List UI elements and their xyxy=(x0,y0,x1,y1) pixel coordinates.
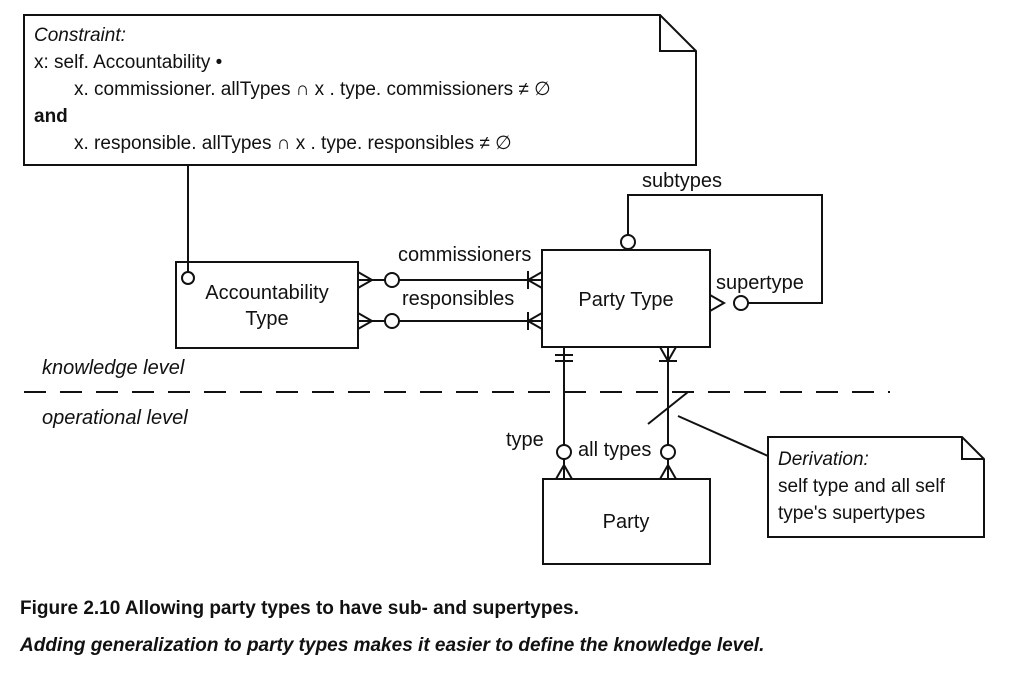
type-crowfoot xyxy=(555,462,573,480)
subtypes-supertype-loop xyxy=(627,194,823,304)
figure-caption: Figure 2.10 Allowing party types to have… xyxy=(20,598,579,619)
accountability-type-label-1: Accountability xyxy=(205,282,328,304)
constraint-anchor-circle xyxy=(181,271,195,285)
derivation-line-1: self type and all self xyxy=(778,476,946,497)
derivation-title: Derivation: xyxy=(778,449,869,470)
party-label: Party xyxy=(603,511,650,533)
supertype-optional-circle xyxy=(733,295,749,311)
commissioners-crowfoot-left xyxy=(357,271,375,289)
derivation-note-box xyxy=(767,436,985,538)
figure-description: Adding generalization to party types mak… xyxy=(19,635,764,656)
party-type-label: Party Type xyxy=(578,289,673,311)
subtypes-label: subtypes xyxy=(642,170,722,192)
knowledge-level-label: knowledge level xyxy=(42,357,185,379)
constraint-line-3: x. responsible. allTypes ∩ x . type. res… xyxy=(74,133,512,154)
constraint-line-2: x. commissioner. allTypes ∩ x . type. co… xyxy=(74,79,551,100)
derivation-anchor-line xyxy=(677,415,769,457)
derivation-note-fold xyxy=(961,437,984,460)
commissioners-optional-circle xyxy=(384,272,400,288)
supertype-label: supertype xyxy=(716,272,804,294)
constraint-note-box xyxy=(23,14,697,166)
supertype-crowfoot xyxy=(709,294,727,312)
type-optional-circle xyxy=(556,444,572,460)
all-types-crowfoot-bottom xyxy=(659,462,677,480)
accountability-type-box xyxy=(175,261,359,349)
responsibles-label: responsibles xyxy=(402,288,514,310)
derivation-line-2: type's supertypes xyxy=(778,503,925,524)
all-types-optional-circle xyxy=(660,444,676,460)
derived-slash xyxy=(647,391,689,425)
operational-level-label: operational level xyxy=(42,407,188,429)
constraint-title: Constraint: xyxy=(34,25,126,46)
constraint-and: and xyxy=(34,106,68,127)
commissioners-label: commissioners xyxy=(398,244,531,266)
type-label: type xyxy=(506,429,544,451)
all-types-label: all types xyxy=(578,439,651,461)
constraint-line-1: x: self. Accountability • xyxy=(34,52,222,73)
party-box xyxy=(542,478,711,565)
responsibles-crowfoot-left xyxy=(357,312,375,330)
responsibles-optional-circle xyxy=(384,313,400,329)
accountability-type-label-2: Type xyxy=(245,308,288,330)
subtypes-optional-circle xyxy=(620,234,636,250)
constraint-note-fold xyxy=(659,15,696,52)
